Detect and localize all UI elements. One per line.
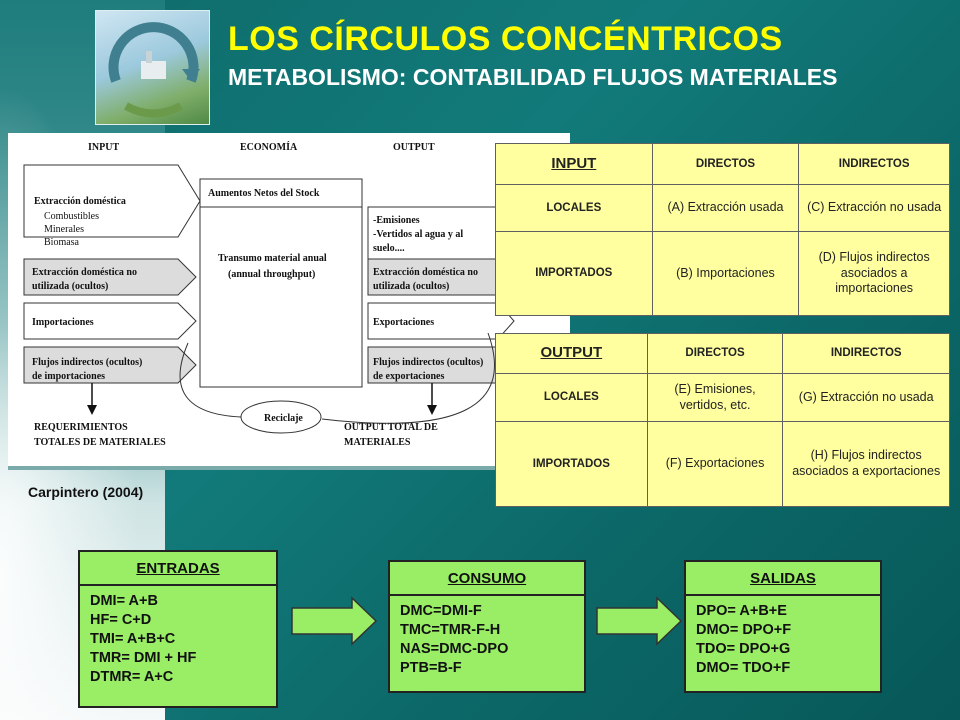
input-table-cell-b: (B) Importaciones [651,231,800,316]
col-output-label: OUTPUT [393,142,435,153]
output-table-col-indirectos: INDIRECTOS [782,333,950,374]
output-table-corner: OUTPUT [495,333,648,374]
output-indirectos-line2: de exportaciones [373,371,444,382]
input-no-utilizada-line2: utilizada (ocultos) [32,281,108,292]
salidas-item: DPO= A+B+E [696,603,787,619]
input-arrow-importaciones [23,302,197,340]
output-emisiones-line2: -Vertidos al agua y al [373,229,463,240]
input-table-cell-d: (D) Flujos indirectos asociados a import… [798,231,950,316]
entradas-item: TMR= DMI + HF [90,650,197,666]
entradas-item: HF= C+D [90,612,152,628]
stock-label: Aumentos Netos del Stock [208,188,320,199]
down-arrow-output [427,405,437,415]
output-emisiones-line3: suelo.... [373,243,405,254]
output-emisiones-line1: -Emisiones [373,215,420,226]
output-total-line1: OUTPUT TOTAL DE [344,422,438,433]
output-table-row-importados: IMPORTADOS [495,421,648,507]
input-table: INPUT DIRECTOS INDIRECTOS LOCALES (A) Ex… [495,143,950,316]
output-table-cell-f: (F) Exportaciones [646,421,784,507]
input-extraccion-title: Extracción doméstica [34,196,126,207]
col-input-label: INPUT [88,142,119,153]
entradas-item: DMI= A+B [90,593,158,609]
output-exportaciones-label: Exportaciones [373,317,434,328]
recycle-cycle-icon [108,22,200,118]
reciclaje-label: Reciclaje [264,413,303,424]
salidas-box: SALIDAS DPO= A+B+E DMO= DPO+F TDO= DPO+G… [684,560,882,693]
entradas-box: ENTRADAS DMI= A+B HF= C+D TMI= A+B+C TMR… [78,550,278,708]
page-title: LOS CÍRCULOS CONCÉNTRICOS [228,20,783,58]
req-totales-line1: REQUERIMIENTOS [34,422,128,433]
input-item-biomasa: Biomasa [44,237,80,248]
output-indirectos-line1: Flujos indirectos (ocultos) [373,357,483,368]
input-no-utilizada-line1: Extracción doméstica no [32,267,137,278]
input-item-minerales: Minerales [44,224,84,235]
economy-box [199,178,363,388]
cycle-logo-image [95,10,210,125]
consumo-title: CONSUMO [390,562,584,596]
salidas-item: DMO= TDO+F [696,660,791,676]
input-indirectos-line1: Flujos indirectos (ocultos) [32,357,142,368]
figure-caption: Carpintero (2004) [28,484,144,500]
output-table-row-locales: LOCALES [495,373,648,422]
output-no-utilizada-line2: utilizada (ocultos) [373,281,449,292]
page-subtitle: METABOLISMO: CONTABILIDAD FLUJOS MATERIA… [228,64,838,90]
input-table-col-directos: DIRECTOS [651,143,800,185]
output-total-line2: MATERIALES [344,437,411,448]
input-table-row-locales: LOCALES [495,184,653,232]
input-importaciones-label: Importaciones [32,317,94,328]
salidas-title: SALIDAS [686,562,880,596]
arrow-right-icon [291,596,378,646]
arrow-right-icon [596,596,683,646]
consumo-item: TMC=TMR-F-H [400,622,501,638]
output-table-cell-h: (H) Flujos indirectos asociados a export… [782,421,950,507]
salidas-item: DMO= DPO+F [696,622,792,638]
material-flow-diagram: INPUT ECONOMÍA OUTPUT Extracción domésti… [8,133,570,470]
input-item-combustibles: Combustibles [44,211,99,222]
output-arrow-exportaciones [367,302,515,340]
consumo-item: DMC=DMI-F [400,603,482,619]
input-table-col-indirectos: INDIRECTOS [798,143,950,185]
req-totales-line2: TOTALES DE MATERIALES [34,437,166,448]
output-table-col-directos: DIRECTOS [646,333,784,374]
input-indirectos-line2: de importaciones [32,371,105,382]
consumo-item: NAS=DMC-DPO [400,641,509,657]
consumo-item: PTB=B-F [400,660,462,676]
throughput-line2: (annual throughput) [228,269,315,280]
input-table-corner: INPUT [495,143,653,185]
entradas-item: TMI= A+B+C [90,631,176,647]
salidas-item: TDO= DPO+G [696,641,791,657]
input-table-cell-a: (A) Extracción usada [651,184,800,232]
entradas-title: ENTRADAS [80,552,276,586]
entradas-item: DTMR= A+C [90,669,174,685]
input-table-row-importados: IMPORTADOS [495,231,653,316]
output-table-cell-g: (G) Extracción no usada [782,373,950,422]
output-table: OUTPUT DIRECTOS INDIRECTOS LOCALES (E) E… [495,333,950,507]
col-economia-label: ECONOMÍA [240,141,298,153]
consumo-box: CONSUMO DMC=DMI-F TMC=TMR-F-H NAS=DMC-DP… [388,560,586,693]
down-arrow-input [87,405,97,415]
throughput-line1: Transumo material anual [218,253,327,264]
input-arrow-indirectos [23,346,197,384]
input-arrow-extraccion [23,164,201,238]
output-table-cell-e: (E) Emisiones, vertidos, etc. [646,373,784,422]
input-arrow-no-utilizada [23,258,197,296]
input-table-cell-c: (C) Extracción no usada [798,184,950,232]
output-no-utilizada-line1: Extracción doméstica no [373,267,478,278]
